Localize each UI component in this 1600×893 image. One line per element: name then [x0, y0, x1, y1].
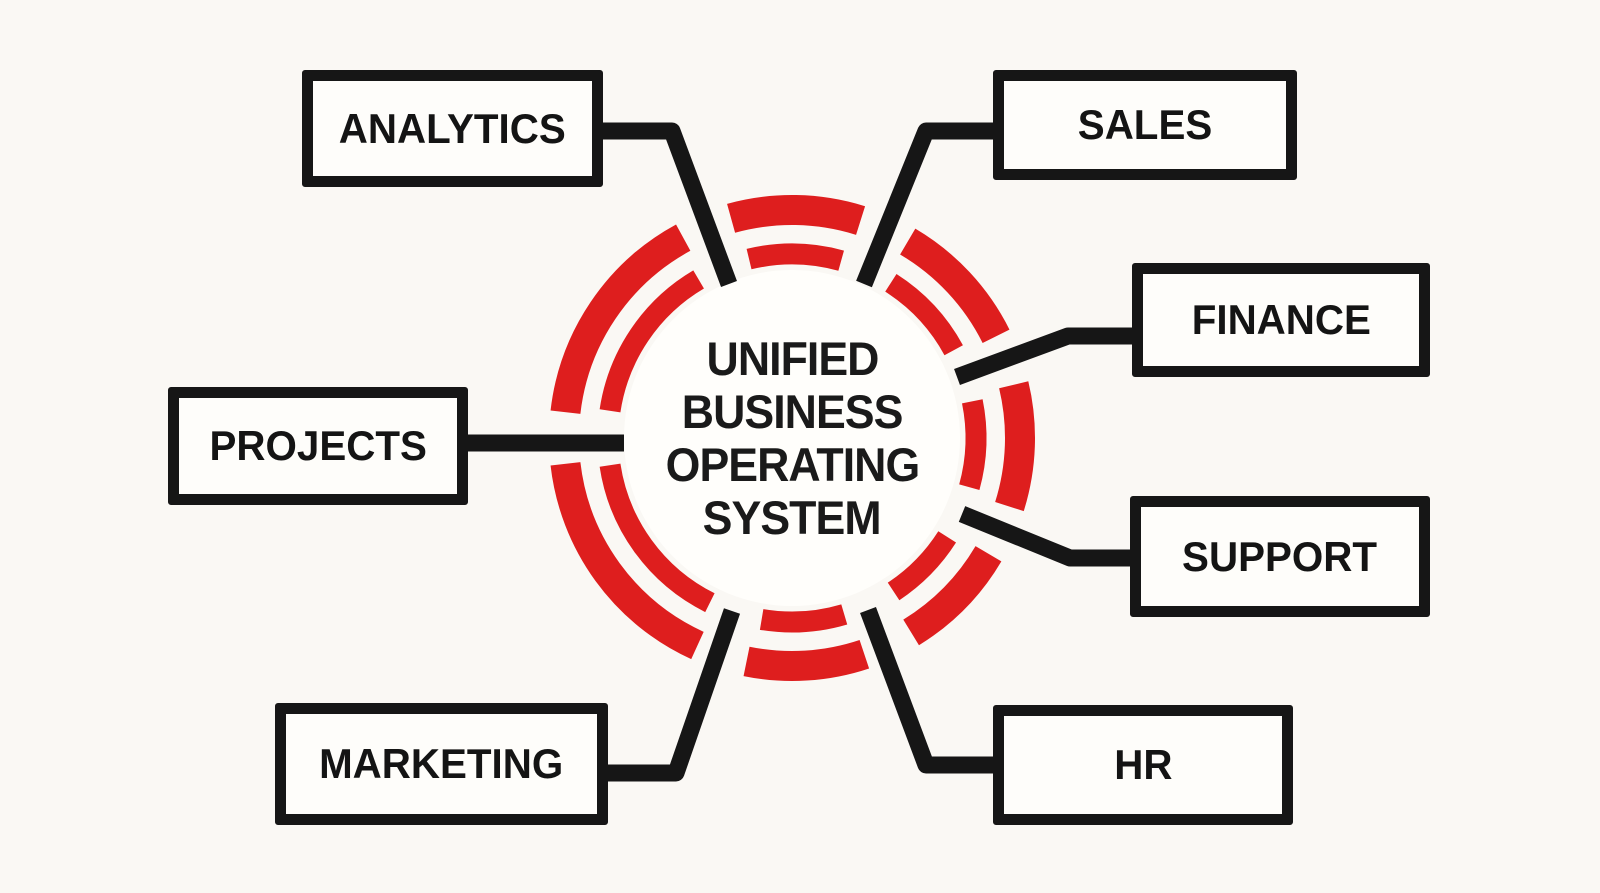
- outer-ring-segment: [995, 381, 1035, 512]
- center-title-line: UNIFIED: [706, 331, 879, 385]
- node-label-sales: SALES: [1077, 101, 1213, 148]
- node-label-marketing: MARKETING: [319, 740, 564, 787]
- inner-ring-segment: [746, 243, 844, 271]
- connector-sales: [856, 122, 993, 288]
- inner-ring: [599, 243, 987, 633]
- connector-analytics: [603, 122, 737, 287]
- node-box-projects: PROJECTS: [168, 387, 468, 505]
- node-label-support: SUPPORT: [1182, 532, 1378, 580]
- center-title: UNIFIED BUSINESS OPERATING SYSTEM: [612, 324, 972, 552]
- inner-ring-segment: [887, 531, 957, 601]
- node-box-marketing: MARKETING: [275, 703, 608, 825]
- outer-ring-segment: [727, 195, 866, 235]
- outer-ring-segment: [550, 224, 691, 415]
- connector-marketing: [608, 608, 741, 782]
- node-box-analytics: ANALYTICS: [302, 70, 603, 187]
- center-title-line: OPERATING: [665, 438, 920, 491]
- inner-ring-segment: [885, 273, 963, 356]
- outer-ring-segment: [899, 228, 1010, 344]
- node-label-hr: HR: [1113, 741, 1173, 788]
- outer-ring-segment: [550, 461, 704, 660]
- outer-ring-segment: [743, 639, 870, 681]
- node-box-support: SUPPORT: [1130, 496, 1430, 617]
- node-box-finance: FINANCE: [1132, 263, 1430, 377]
- node-box-sales: SALES: [993, 70, 1297, 180]
- node-label-projects: PROJECTS: [209, 422, 427, 469]
- outer-ring: [550, 195, 1035, 681]
- inner-ring-segment: [759, 604, 848, 633]
- inner-ring-segment: [599, 270, 705, 413]
- hub-circle: [624, 270, 960, 606]
- connector-support: [958, 506, 1131, 567]
- center-title-line: BUSINESS: [681, 384, 904, 438]
- outer-ring-segment: [903, 545, 1002, 646]
- center-title-line: SYSTEM: [703, 491, 882, 545]
- node-label-analytics: ANALYTICS: [338, 104, 567, 152]
- node-box-hr: HR: [993, 705, 1293, 825]
- node-label-finance: FINANCE: [1191, 296, 1371, 343]
- inner-ring-segment: [599, 463, 715, 613]
- inner-ring-segment: [959, 399, 987, 490]
- connector-finance: [954, 327, 1133, 385]
- connector-hr: [860, 607, 993, 774]
